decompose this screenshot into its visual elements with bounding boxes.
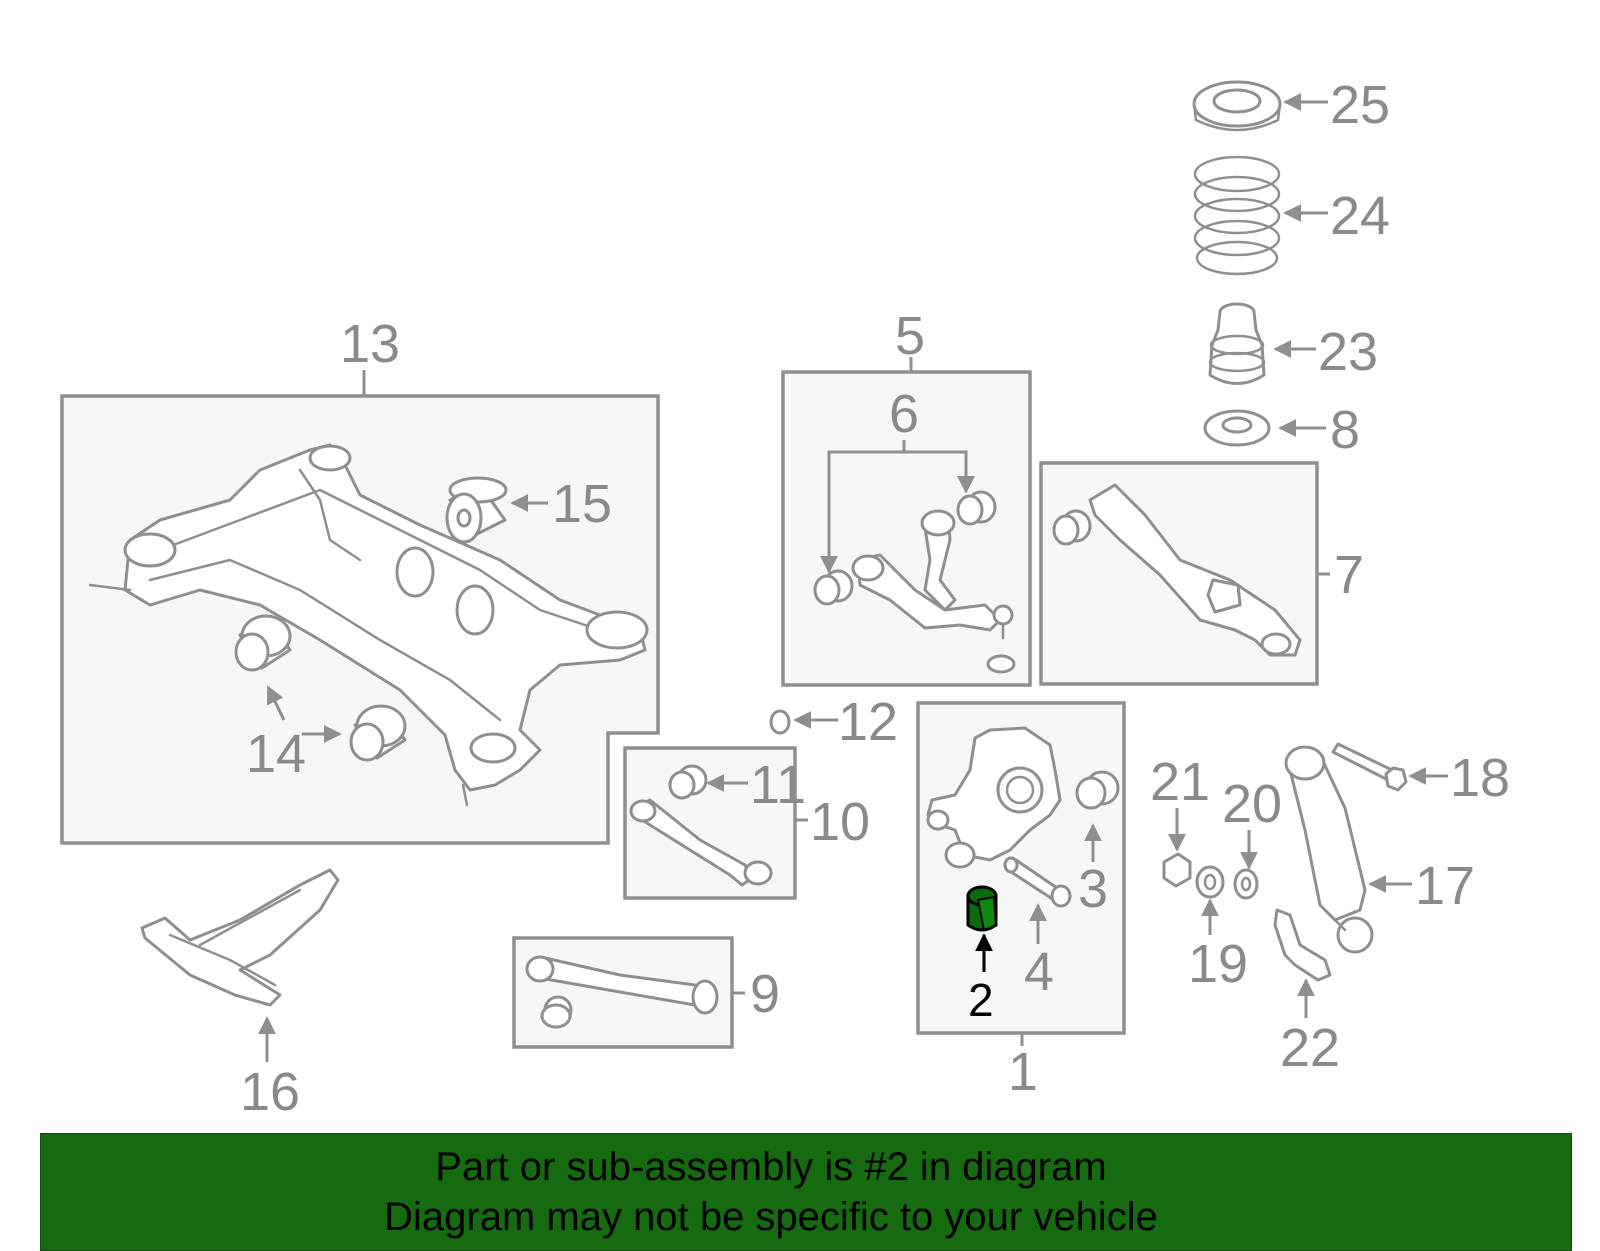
callout-15: 15 bbox=[552, 474, 612, 534]
bolt-18[interactable] bbox=[1331, 742, 1408, 792]
link-10-group: 10 11 bbox=[623, 746, 870, 900]
bracket-16[interactable] bbox=[140, 868, 340, 1007]
callout-2: 2 bbox=[968, 974, 994, 1026]
bump-stop-23[interactable] bbox=[1208, 302, 1266, 385]
callout-3: 3 bbox=[1078, 859, 1108, 919]
spring-seat-25[interactable] bbox=[1192, 80, 1282, 132]
callout-10: 10 bbox=[810, 792, 870, 852]
banner-line-2: Diagram may not be specific to your vehi… bbox=[384, 1195, 1158, 1239]
callout-5: 5 bbox=[895, 306, 925, 366]
link-9[interactable] bbox=[525, 955, 719, 1015]
crossmember-frame[interactable] bbox=[88, 443, 649, 807]
lower-arm-7[interactable] bbox=[1088, 483, 1302, 657]
bushing-11[interactable] bbox=[668, 764, 708, 800]
bushing-14a[interactable] bbox=[234, 614, 292, 672]
link-10[interactable] bbox=[629, 798, 773, 887]
callout-8: 8 bbox=[1330, 400, 1360, 460]
bushing-2-highlighted[interactable] bbox=[966, 885, 998, 932]
bushing-9[interactable] bbox=[540, 995, 573, 1029]
callout-4: 4 bbox=[1024, 942, 1054, 1002]
nut-21[interactable] bbox=[1162, 852, 1192, 888]
callout-24: 24 bbox=[1330, 186, 1390, 246]
callout-18: 18 bbox=[1450, 748, 1510, 808]
callout-13: 13 bbox=[340, 314, 400, 374]
coil-spring-24[interactable] bbox=[1193, 155, 1281, 276]
upper-arm-5[interactable] bbox=[851, 509, 1014, 640]
callout-16: 16 bbox=[240, 1062, 300, 1122]
upper-arm-box bbox=[781, 370, 1032, 687]
callout-1: 1 bbox=[1008, 1042, 1038, 1102]
knuckle-group: 1 3 4 2 bbox=[916, 701, 1126, 1102]
callout-7: 7 bbox=[1334, 545, 1364, 605]
callout-25: 25 bbox=[1330, 75, 1390, 135]
callout-19: 19 bbox=[1188, 934, 1248, 994]
callout-22: 22 bbox=[1280, 1018, 1340, 1078]
callout-21: 21 bbox=[1150, 752, 1210, 812]
bushing-3[interactable] bbox=[1075, 770, 1120, 810]
bushing-7[interactable] bbox=[1052, 509, 1092, 546]
callout-11: 11 bbox=[750, 755, 806, 815]
callout-23: 23 bbox=[1318, 322, 1378, 382]
link-9-group: 9 bbox=[512, 936, 780, 1049]
callout-20: 20 bbox=[1222, 774, 1282, 834]
lower-arm-group: 7 bbox=[1039, 461, 1364, 686]
banner-line-1: Part or sub-assembly is #2 in diagram bbox=[435, 1145, 1107, 1189]
callout-6: 6 bbox=[889, 384, 919, 444]
callout-17: 17 bbox=[1415, 856, 1475, 916]
shock-absorber-17[interactable] bbox=[1284, 745, 1374, 954]
spring-seat-8[interactable] bbox=[1203, 409, 1271, 447]
crossmember-group: 15 14 13 bbox=[60, 314, 660, 845]
callout-14: 14 bbox=[246, 724, 306, 784]
nut-12[interactable] bbox=[769, 709, 791, 735]
washer-ball-joint[interactable] bbox=[986, 654, 1016, 674]
bushing-14b[interactable] bbox=[349, 704, 407, 762]
info-banner: Part or sub-assembly is #2 in diagram Di… bbox=[40, 1133, 1572, 1251]
upper-arm-group: 5 6 bbox=[781, 306, 1032, 687]
callout-12: 12 bbox=[838, 692, 898, 752]
bracket-22[interactable] bbox=[1273, 908, 1332, 982]
bolt-4[interactable] bbox=[1003, 856, 1072, 908]
bushing-6a[interactable] bbox=[956, 490, 997, 526]
washer-20[interactable] bbox=[1233, 868, 1259, 900]
callout-9: 9 bbox=[750, 964, 780, 1024]
knuckle[interactable] bbox=[926, 726, 1062, 869]
bushing-15[interactable] bbox=[445, 476, 508, 544]
washer-19[interactable] bbox=[1195, 865, 1225, 899]
bushing-6b[interactable] bbox=[813, 569, 854, 606]
